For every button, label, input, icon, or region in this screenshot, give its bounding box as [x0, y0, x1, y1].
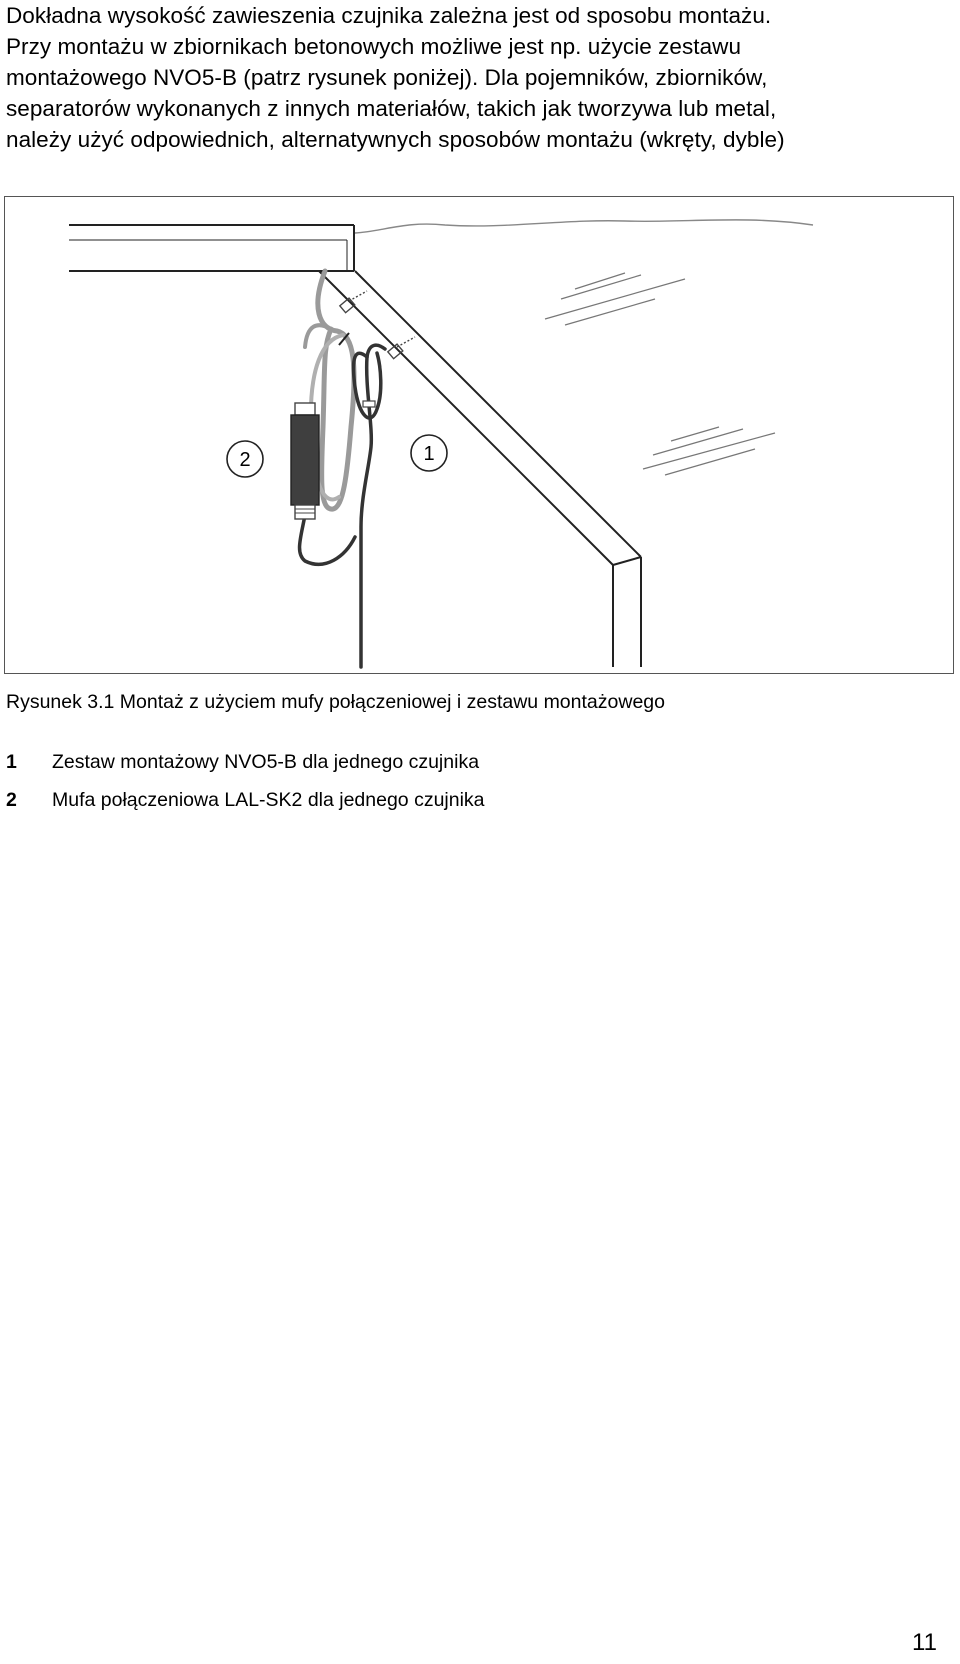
dark-cable [297, 343, 387, 669]
legend-number: 1 [6, 751, 17, 773]
water-hatch-lower [642, 426, 776, 476]
page-number: 11 [912, 1629, 937, 1656]
cable-clip [362, 400, 376, 408]
intro-line: separatorów wykonanych z innych materiał… [6, 96, 777, 121]
callout-1: 1 [410, 434, 448, 472]
mounting-figure: 2 1 [4, 196, 954, 674]
mounting-kit [338, 290, 416, 360]
intro-line: montażowego NVO5-B (patrz rysunek poniże… [6, 65, 768, 90]
tank-chamfer-wall [318, 270, 642, 667]
legend-text: Mufa połączeniowa LAL-SK2 dla jednego cz… [52, 789, 485, 811]
legend-text: Zestaw montażowy NVO5-B dla jednego czuj… [52, 751, 480, 773]
mounting-illustration: 2 1 [69, 219, 814, 669]
callout-2: 2 [226, 440, 264, 478]
water-surface-line [354, 219, 814, 234]
callout-1-label: 1 [423, 443, 434, 465]
tank-top-slab [69, 224, 355, 272]
callout-2-label: 2 [239, 449, 250, 471]
intro-line: należy użyć odpowiednich, alternatywnych… [6, 127, 785, 152]
water-hatch-upper [544, 272, 686, 326]
intro-line: Dokładna wysokość zawieszenia czujnika z… [6, 3, 772, 28]
figure-caption: Rysunek 3.1 Montaż z użyciem mufy połącz… [6, 691, 665, 713]
intro-paragraph: Dokładna wysokość zawieszenia czujnika z… [6, 0, 946, 155]
intro-line: Przy montażu w zbiornikach betonowych mo… [6, 34, 742, 59]
legend-number: 2 [6, 789, 17, 811]
junction-box [290, 402, 320, 520]
cable-tick [338, 332, 350, 346]
